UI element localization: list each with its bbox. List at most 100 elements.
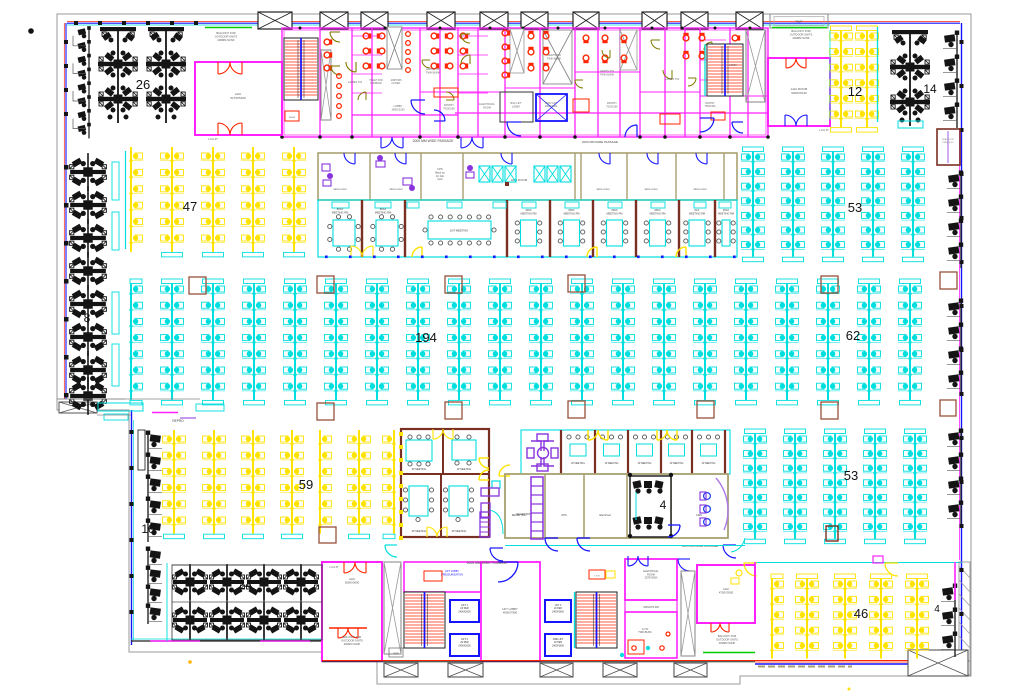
svg-text:PANTRY: PANTRY [444, 104, 454, 107]
svg-text:4: 4 [934, 604, 940, 615]
svg-text:2005 MM WIDE PASSAGE: 2005 MM WIDE PASSAGE [682, 544, 718, 548]
svg-text:750X2150: 750X2150 [705, 105, 717, 108]
svg-text:BALCONY FOR: BALCONY FOR [343, 635, 362, 639]
svg-text:1400X2150: 1400X2150 [391, 107, 405, 111]
svg-text:2400X2600: 2400X2600 [552, 645, 564, 647]
svg-text:LIFT 3: LIFT 3 [555, 605, 562, 607]
svg-text:LADIES TOI: LADIES TOI [665, 77, 679, 81]
svg-text:AHU: AHU [349, 577, 355, 581]
svg-text:6PAX: 6PAX [568, 209, 575, 212]
svg-text:750X2150: 750X2150 [443, 107, 455, 110]
svg-text:AHU: AHU [723, 587, 729, 591]
svg-text:LADIES TOI: LADIES TOI [348, 80, 362, 84]
svg-text:GENTS TOI: GENTS TOI [600, 69, 614, 73]
svg-text:5050X3600: 5050X3600 [345, 581, 360, 585]
svg-text:6P MEETING: 6P MEETING [412, 468, 427, 471]
svg-text:200MM SUNK: 200MM SUNK [217, 38, 234, 42]
svg-text:TWIN BUNK: TWIN BUNK [638, 631, 652, 634]
svg-text:PANTRY: PANTRY [705, 102, 715, 105]
svg-text:59: 59 [299, 477, 313, 492]
svg-text:4P MEETING: 4P MEETING [457, 468, 472, 471]
svg-text:MEETING RM: MEETING RM [607, 212, 623, 215]
svg-text:8: 8 [84, 311, 91, 325]
svg-text:LIFT LOBBY: LIFT LOBBY [445, 570, 459, 573]
svg-text:26: 26 [136, 77, 150, 92]
svg-text:GENTS TOI: GENTS TOI [547, 53, 561, 57]
svg-text:HUB ROOM: HUB ROOM [511, 178, 528, 182]
svg-text:CLOSET: CLOSET [391, 83, 401, 85]
svg-text:6P MEETING: 6P MEETING [452, 530, 467, 533]
svg-text:4P MEETING: 4P MEETING [702, 463, 716, 465]
svg-text:MEETING RM: MEETING RM [689, 212, 705, 215]
svg-text:store room: store room [596, 187, 610, 191]
svg-text:store room: store room [389, 187, 403, 191]
svg-text:4P MEETING: 4P MEETING [605, 463, 619, 465]
svg-text:BGF LIFT: BGF LIFT [511, 102, 522, 105]
svg-text:Electrical: Electrical [600, 513, 611, 517]
svg-text:53: 53 [844, 468, 858, 483]
svg-text:12: 12 [848, 84, 862, 99]
svg-text:24: 24 [238, 577, 252, 592]
svg-text:TOILET FOR: TOILET FOR [369, 80, 383, 82]
svg-text:MEETING RM: MEETING RM [718, 212, 734, 215]
svg-text:store room: store room [644, 187, 658, 191]
svg-text:REPRO: REPRO [172, 419, 184, 423]
svg-text:G.TOI: G.TOI [642, 628, 649, 631]
svg-text:SPACE FOR: SPACE FOR [942, 138, 954, 141]
svg-text:4P MEETING: 4P MEETING [670, 463, 684, 465]
svg-text:store room: store room [693, 187, 707, 191]
svg-text:F.HSR: F.HSR [289, 117, 296, 119]
svg-text:46: 46 [854, 606, 868, 621]
svg-text:ROOM: ROOM [647, 573, 655, 576]
svg-text:L.LVL FT: L.LVL FT [329, 567, 339, 569]
svg-text:20 PER: 20 PER [554, 642, 562, 644]
svg-text:750X2150: 750X2150 [606, 105, 618, 108]
svg-text:16 P MEETING: 16 P MEETING [450, 229, 468, 233]
svg-text:BALCONY FOR: BALCONY FOR [216, 31, 235, 35]
svg-text:UPS: UPS [561, 513, 567, 517]
svg-text:2400X2600: 2400X2600 [458, 644, 471, 647]
svg-text:LOBBY: LOBBY [394, 104, 403, 108]
svg-text:MEETING RM: MEETING RM [650, 212, 666, 215]
svg-text:LIFT 1: LIFT 1 [461, 604, 469, 607]
svg-text:FIRE LIFT: FIRE LIFT [553, 639, 564, 641]
svg-text:4PAX: 4PAX [525, 209, 532, 212]
svg-text:2000 MM WIDE PASSAGE: 2000 MM WIDE PASSAGE [582, 140, 618, 144]
svg-text:4: 4 [660, 498, 667, 512]
svg-text:AHU: AHU [235, 92, 241, 96]
svg-text:CMS: CMS [696, 513, 702, 517]
svg-text:194: 194 [415, 330, 437, 345]
svg-text:Back up: Back up [435, 170, 445, 174]
svg-text:4000X7800: 4000X7800 [503, 611, 518, 615]
svg-text:6P MEETING: 6P MEETING [412, 530, 427, 533]
svg-text:for hub: for hub [436, 174, 445, 178]
svg-text:2400X2600: 2400X2600 [458, 610, 471, 613]
svg-text:4P MEETING: 4P MEETING [638, 463, 652, 465]
svg-text:RWP: RWP [393, 654, 399, 656]
svg-text:store room: store room [333, 187, 347, 191]
svg-text:MEETING RM: MEETING RM [521, 212, 537, 215]
svg-text:TWIN BUNK: TWIN BUNK [426, 70, 441, 74]
svg-text:OMS/UPS RM: OMS/UPS RM [643, 606, 658, 609]
svg-text:OUTDOOR UNITS: OUTDOOR UNITS [341, 638, 363, 642]
svg-text:10: 10 [141, 522, 155, 536]
svg-text:LOBBY: LOBBY [512, 105, 521, 108]
svg-text:ELECTRICAL: ELECTRICAL [479, 103, 495, 106]
svg-text:OUTDOOR UNITS: OUTDOOR UNITS [716, 637, 738, 641]
svg-text:62: 62 [846, 328, 860, 343]
svg-text:2600X2600: 2600X2600 [545, 105, 558, 108]
svg-text:26 PER: 26 PER [460, 607, 469, 610]
svg-text:TWIN BUNK: TWIN BUNK [547, 56, 562, 60]
svg-text:MEETING RM: MEETING RM [564, 212, 580, 215]
svg-text:UPS: UPS [437, 167, 443, 171]
svg-text:L.LVL FT: L.LVL FT [819, 129, 829, 132]
svg-text:PRESSURIZATION: PRESSURIZATION [441, 573, 463, 576]
svg-text:PIPES & DU: PIPES & DU [942, 142, 954, 144]
svg-text:8PAX: 8PAX [380, 207, 387, 211]
svg-text:PAX: PAX [695, 209, 700, 212]
svg-text:4PAX: 4PAX [723, 209, 730, 212]
svg-text:ROOM: ROOM [483, 106, 491, 109]
svg-text:2570X2600: 2570X2600 [645, 577, 658, 580]
svg-text:200MM SUNK: 200MM SUNK [344, 642, 361, 646]
svg-text:5170X5160: 5170X5160 [230, 96, 246, 100]
